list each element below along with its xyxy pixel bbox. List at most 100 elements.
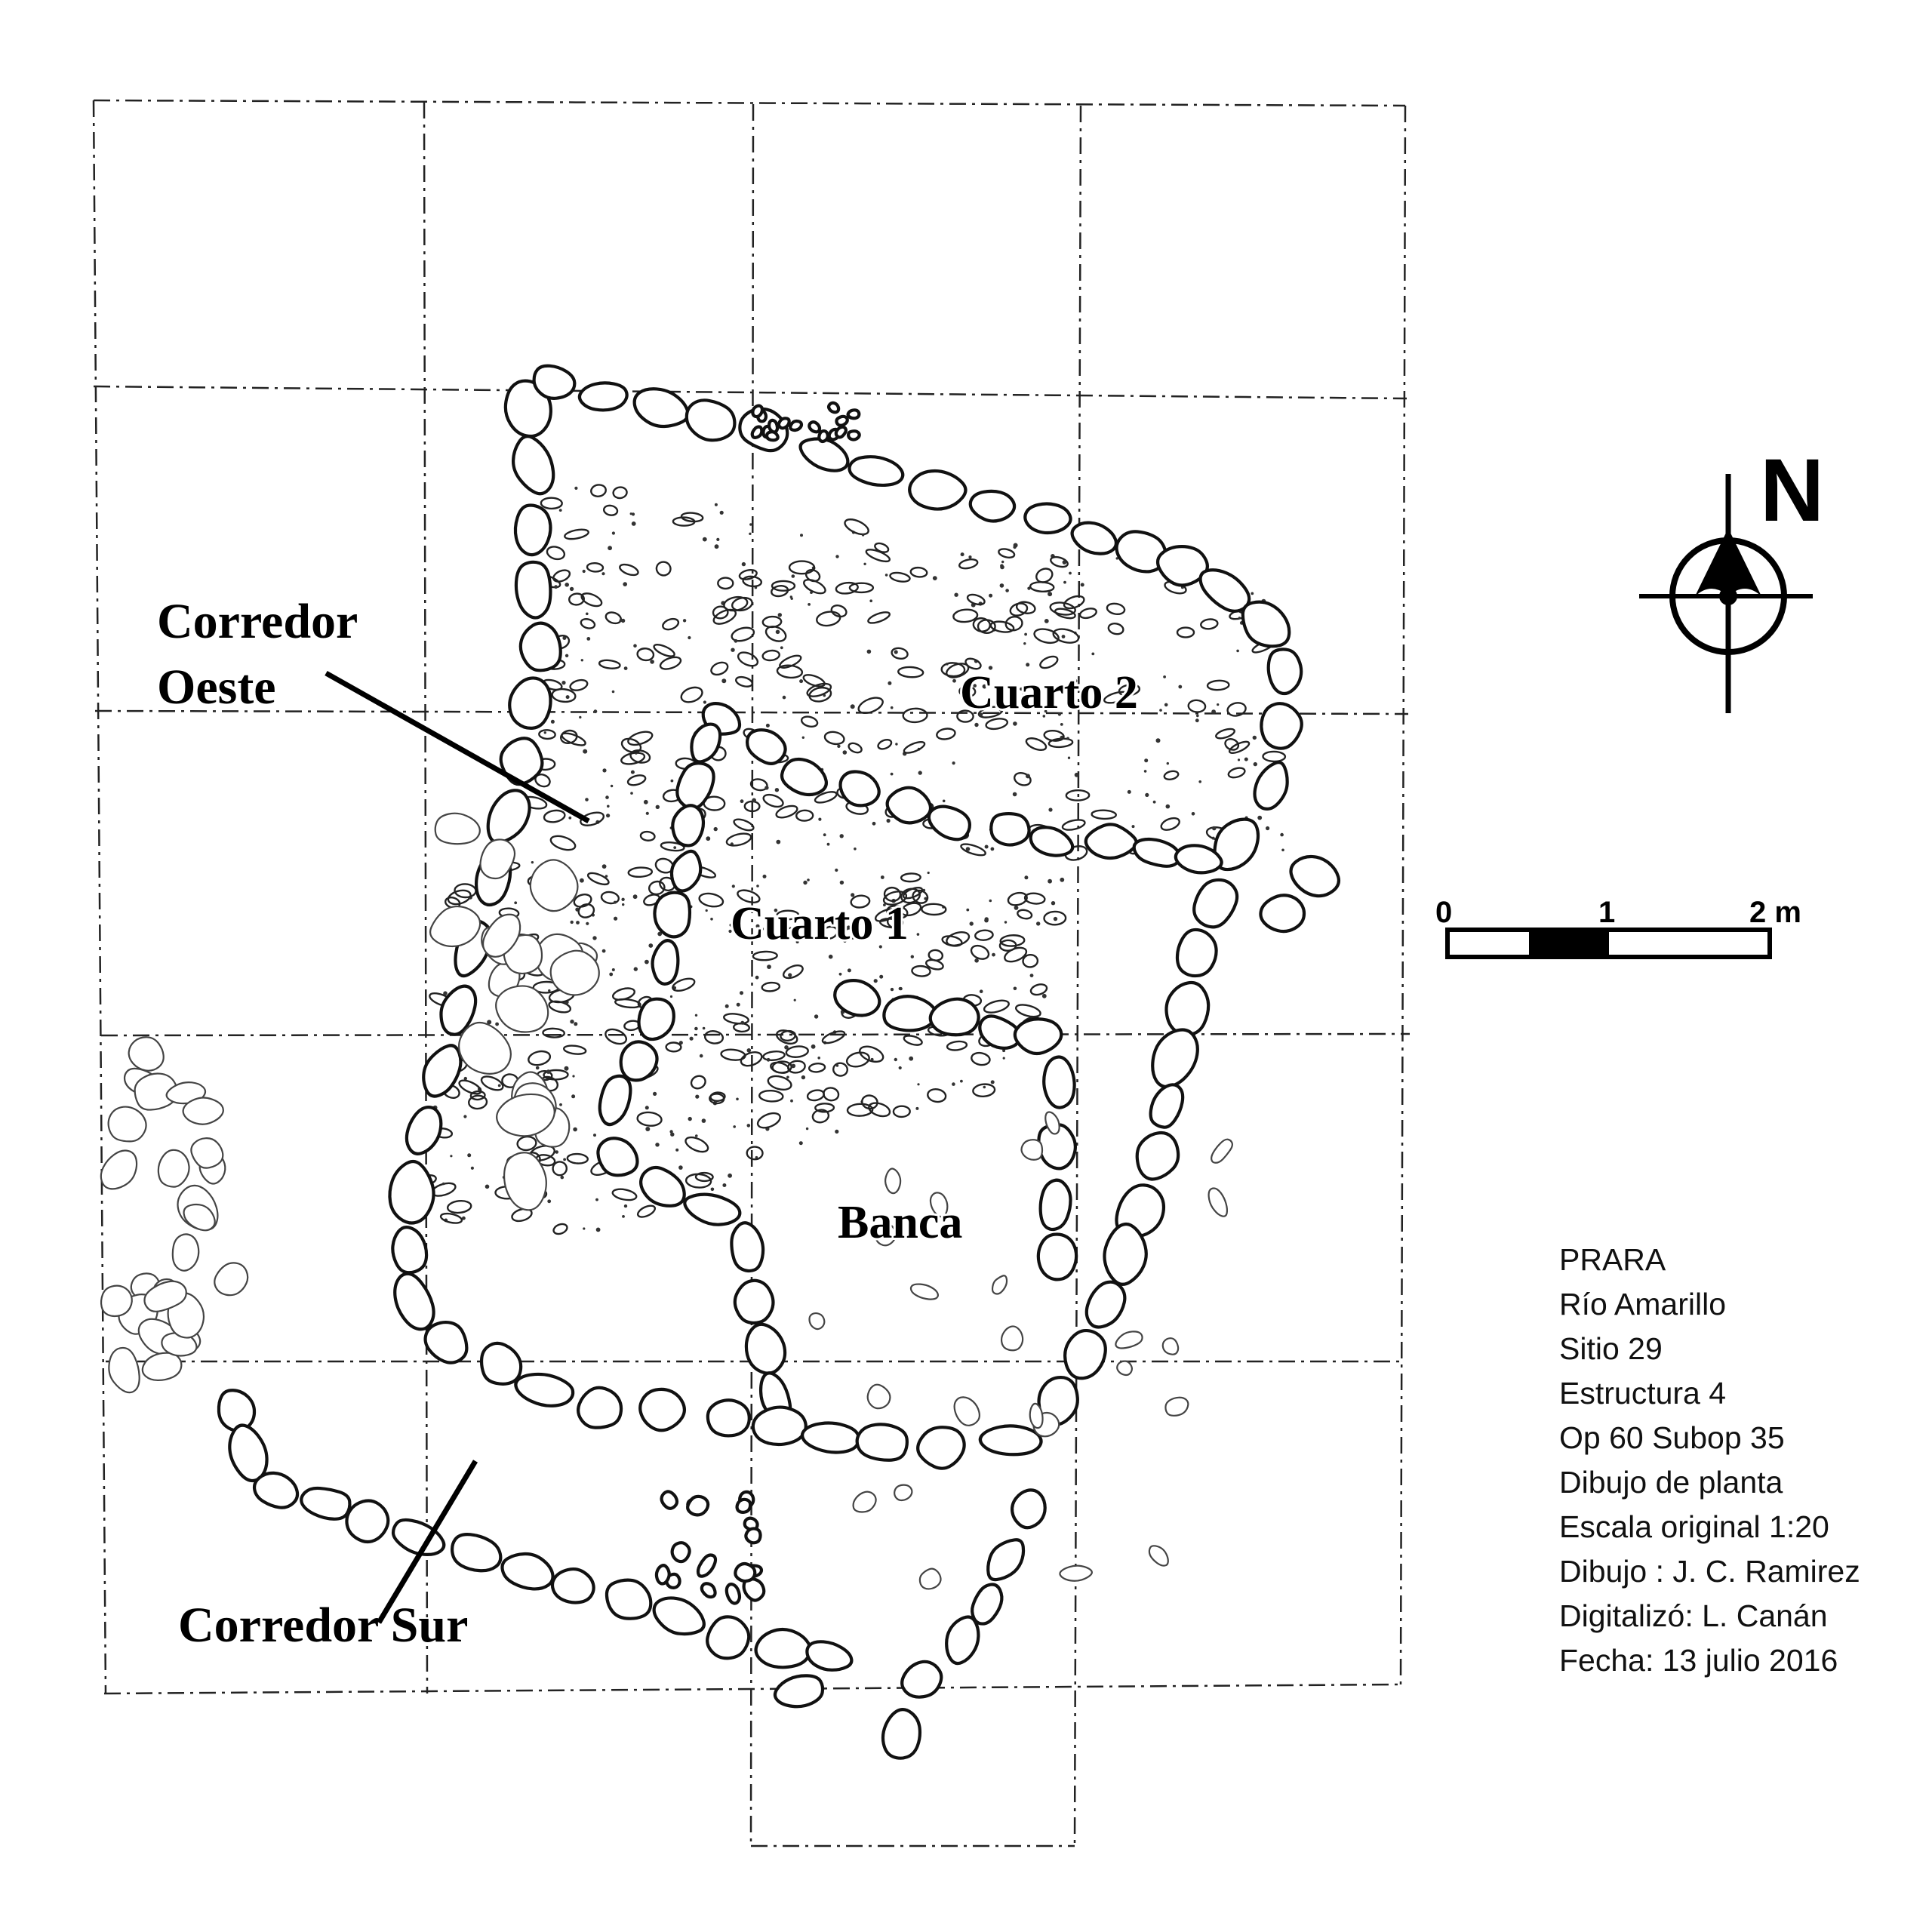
- wall-stone: [637, 997, 675, 1041]
- wall-stone: [550, 1567, 595, 1604]
- pebble-dot: [632, 894, 638, 900]
- wall-stone: [532, 364, 577, 400]
- pebble-dot: [847, 968, 851, 973]
- wall-stone: [1115, 1331, 1143, 1349]
- pebble-dot: [1051, 901, 1056, 906]
- pebble: [1228, 740, 1251, 754]
- pebble-dot: [974, 958, 979, 963]
- pebble: [627, 731, 654, 746]
- wall-stone: [929, 1192, 949, 1218]
- pebble: [785, 1045, 809, 1058]
- pebble: [580, 618, 596, 629]
- wall-stone: [928, 997, 980, 1037]
- pebble-dot: [558, 509, 562, 512]
- pebble: [983, 999, 1010, 1014]
- pebble-dot: [839, 834, 844, 838]
- pebble-dot: [1001, 560, 1004, 564]
- pebble-dot: [614, 916, 618, 921]
- north-letter: N: [1760, 441, 1824, 540]
- pebble-dot: [803, 880, 808, 885]
- pebble: [882, 891, 908, 906]
- pebble: [940, 662, 966, 678]
- pebble-dot: [1145, 792, 1149, 797]
- pebble: [897, 666, 924, 678]
- wall-stone: [300, 1486, 352, 1521]
- pebble-dot: [1237, 758, 1241, 761]
- pebble-dot: [710, 918, 713, 921]
- pebble-dot: [669, 995, 673, 998]
- pebble-dot: [655, 804, 660, 810]
- pebble: [738, 568, 758, 580]
- pebble-dot: [670, 1132, 675, 1137]
- wall-stone: [514, 1372, 575, 1407]
- wall-stone: [894, 1484, 913, 1502]
- pebble-dot: [682, 619, 687, 623]
- pebble: [1200, 618, 1219, 630]
- pebble-dot: [894, 650, 898, 654]
- wall-stone: [808, 1312, 826, 1331]
- pebble: [970, 944, 990, 960]
- wall-stone: [605, 1578, 653, 1620]
- wall-stone: [1059, 1564, 1093, 1582]
- wall-stone: [511, 434, 555, 496]
- info-region: Río Amarillo: [1559, 1287, 1727, 1321]
- scale-tick-1: 1: [1598, 896, 1615, 929]
- pebble-dot: [467, 1153, 472, 1158]
- pebble-dot: [565, 654, 569, 657]
- pebble-dot: [1191, 812, 1195, 816]
- wall-stone: [1115, 530, 1168, 574]
- pebble-dot: [946, 663, 949, 666]
- pebble-dot: [1005, 589, 1009, 592]
- pebble: [1106, 602, 1126, 615]
- pebble-dot: [922, 888, 926, 892]
- pebble-dot: [1029, 974, 1034, 977]
- pebble-dot: [706, 836, 711, 841]
- wall-stone: [100, 1149, 138, 1190]
- pebble-dot: [611, 690, 615, 694]
- pebble-dot: [1048, 808, 1053, 812]
- pebble-dot: [487, 1020, 492, 1025]
- banca-label: Banca: [838, 1197, 962, 1248]
- pebble-dot: [1024, 632, 1027, 636]
- wall-stone: [900, 1660, 943, 1699]
- pebble: [800, 715, 819, 728]
- pebble-dot: [1013, 986, 1017, 991]
- pebble-dot: [1013, 545, 1017, 549]
- wall-stone: [391, 1518, 446, 1556]
- wall-stone: [1029, 1402, 1044, 1429]
- wall-stone: [107, 1106, 147, 1143]
- pebble: [740, 1051, 763, 1067]
- pebble: [936, 728, 956, 740]
- pebble-dot: [623, 1204, 628, 1208]
- wall-stone: [1208, 1187, 1229, 1217]
- pebble-dot: [942, 799, 946, 803]
- pebble-dot: [1166, 761, 1170, 765]
- pebble-dot: [738, 928, 741, 931]
- pebble: [639, 830, 656, 841]
- pebble: [458, 1079, 482, 1095]
- info-structure: Estructura 4: [1559, 1376, 1727, 1411]
- pebble: [1103, 691, 1130, 704]
- pebble: [1065, 789, 1091, 801]
- pebble-dot: [593, 1134, 596, 1137]
- pebble-dot: [497, 1084, 501, 1088]
- pebble-dot: [719, 510, 724, 515]
- pebble-dot: [755, 975, 759, 980]
- wall-stone: [651, 939, 680, 986]
- pebble-dot: [740, 1020, 745, 1025]
- wall-stone: [971, 1583, 1004, 1626]
- wall-stone: [866, 1383, 891, 1410]
- pebble-dot: [1252, 735, 1257, 740]
- pebble-dot: [888, 681, 892, 685]
- wall-stone: [481, 913, 521, 958]
- pebble-dot: [861, 534, 865, 537]
- pebble: [780, 927, 799, 939]
- pebble: [830, 605, 848, 618]
- pebble-dot: [795, 940, 799, 944]
- pebble-dot: [854, 848, 857, 851]
- pebble-dot: [839, 880, 844, 885]
- pebble-dot: [1024, 875, 1029, 880]
- wall-stone: [1253, 761, 1289, 811]
- pebble: [742, 575, 763, 588]
- pebble-dot: [1023, 642, 1026, 645]
